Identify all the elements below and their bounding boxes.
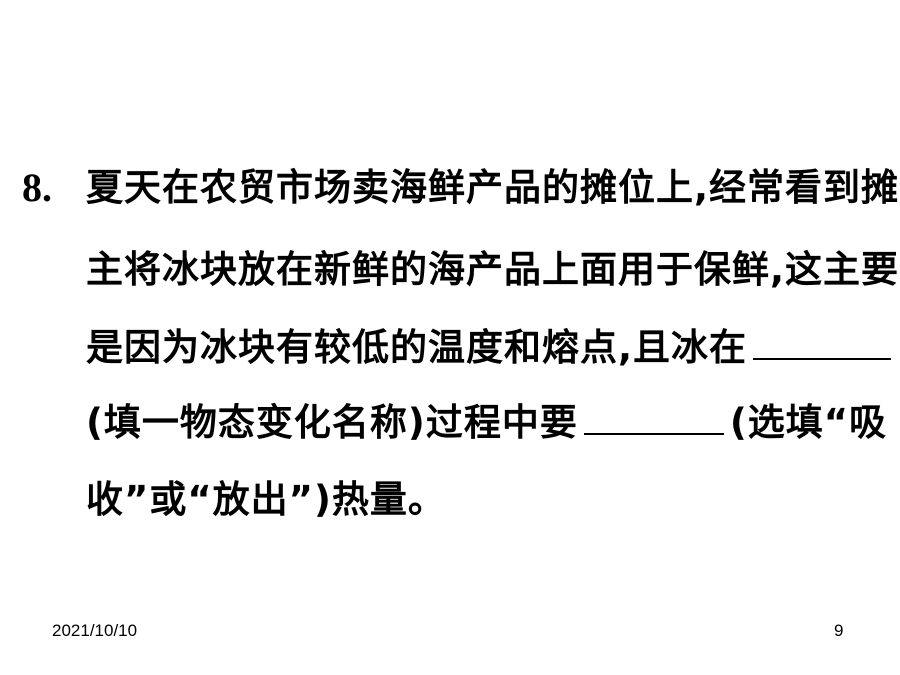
question-line-2: 主将冰块放在新鲜的海产品上面用于保鲜,这主要 [86,248,900,291]
question-line-3-text: 是因为冰块有较低的温度和熔点,且冰在 [86,326,748,369]
footer-date: 2021/10/10 [52,621,138,640]
answer-blank-1[interactable] [753,328,892,360]
footer-page-number: 9 [834,621,844,640]
question-block: 8. 夏天在农贸市场卖海鲜产品的摊位上,经常看到摊 主将冰块放在新鲜的海产品上面… [22,165,900,522]
question-line-4: (填一物态变化名称)过程中要 (选填“吸 [86,401,887,445]
question-line-3: 是因为冰块有较低的温度和熔点,且冰在 [86,326,897,370]
question-number: 8. [22,165,52,210]
question-line-4-text-b: (选填“吸 [729,401,888,444]
question-line-5: 收”或“放出”)热量。 [86,478,446,521]
question-line-1: 夏天在农贸市场卖海鲜产品的摊位上,经常看到摊 [86,166,900,209]
answer-blank-2[interactable] [583,403,724,435]
question-line-4-text-a: (填一物态变化名称)过程中要 [86,401,578,444]
